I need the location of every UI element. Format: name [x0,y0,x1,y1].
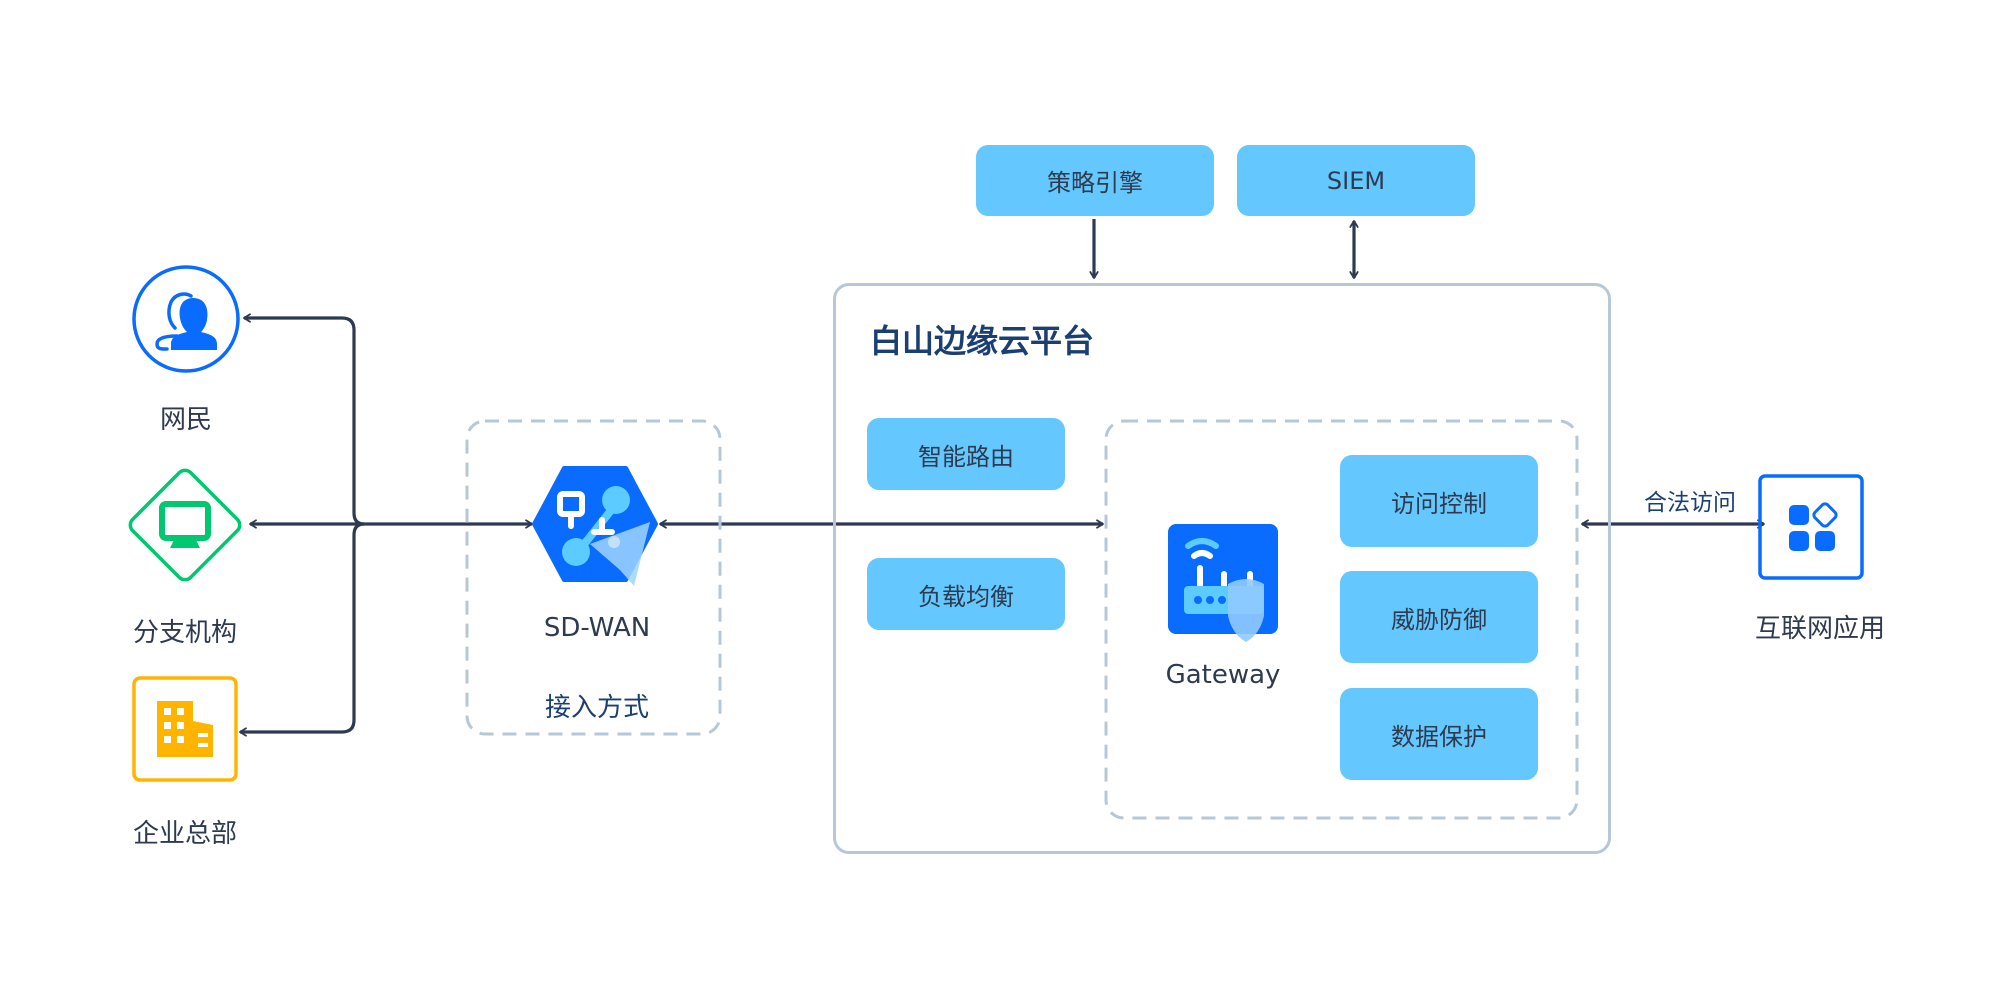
platform-title: 白山边缘云平台 [870,322,1095,360]
policy-engine-box[interactable]: 策略引擎 [976,145,1214,216]
load-balancing-box[interactable]: 负载均衡 [867,558,1065,630]
gateway-dashed-box [1104,419,1579,820]
sdwan-caption: 接入方式 [544,693,649,723]
threat-defense-box[interactable]: 威胁防御 [1340,571,1538,663]
node-headquarters[interactable] [131,675,239,783]
legal-access-label: 合法访问 [1644,490,1736,516]
gateway-router-icon [1168,524,1278,642]
building-icon [132,676,238,782]
monitor-icon [128,468,242,582]
label-branch: 分支机构 [132,618,237,648]
node-branch[interactable] [122,462,248,588]
label-netizen: 网民 [159,405,212,435]
sdwan-dashed-box [465,419,722,736]
edge-cloud-platform [833,283,1611,854]
siem-box[interactable]: SIEM [1237,145,1475,216]
gateway-label: Gateway [1165,660,1281,690]
sdwan-icon [532,466,658,586]
internet-app-node[interactable] [1758,474,1864,580]
gateway-node[interactable] [1168,524,1288,648]
node-netizen[interactable] [131,264,241,374]
sdwan-label: SD-WAN [543,613,651,643]
apps-icon [1758,474,1864,580]
label-headquarters: 企业总部 [132,819,237,849]
internet-app-label: 互联网应用 [1754,614,1885,644]
user-icon [132,265,240,373]
sdwan-node[interactable] [532,466,660,586]
smart-routing-box[interactable]: 智能路由 [867,418,1065,490]
access-control-box[interactable]: 访问控制 [1340,455,1538,547]
data-protection-box[interactable]: 数据保护 [1340,688,1538,780]
